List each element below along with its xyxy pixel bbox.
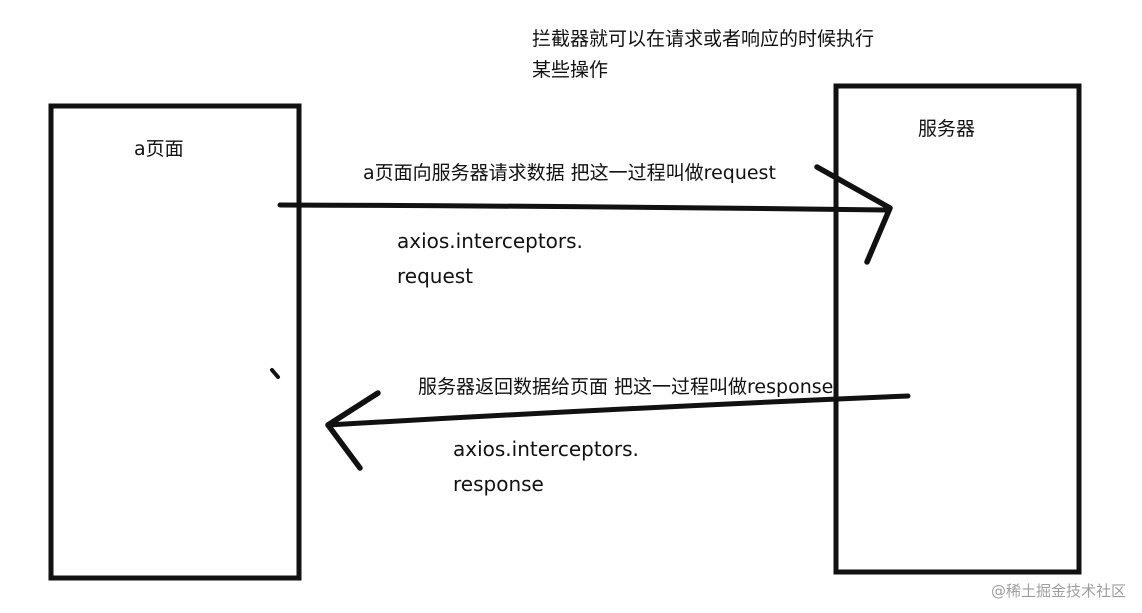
response-code-line-2: response [453,472,544,496]
server-box [833,83,1082,575]
request-code-line-2: request [397,264,474,288]
request-caption: a页面向服务器请求数据 把这一过程叫做request [363,162,776,184]
response-arrow-head [325,390,381,471]
request-code-line-1: axios.interceptors. [397,229,583,253]
request-arrow-shaft [277,202,889,213]
watermark: @稀土掘金技术社区 [990,582,1126,600]
note-line-1: 拦截器就可以在请求或者响应的时候执行 [532,28,875,50]
response-code: axios.interceptors. response [453,432,639,502]
response-arrow-shaft [325,393,911,428]
note-line-2: 某些操作 [532,59,609,82]
request-arrow-head [814,164,893,265]
response-caption: 服务器返回数据给页面 把这一过程叫做response [418,376,834,398]
interceptor-note: 拦截器就可以在请求或者响应的时候执行 某些操作 [532,24,874,87]
response-code-line-1: axios.interceptors. [453,437,639,461]
request-code: axios.interceptors. request [397,224,583,294]
page-box-label: a页面 [134,138,184,160]
server-box-label: 服务器 [918,118,976,140]
stray-dot [270,368,280,379]
page-box [48,103,302,581]
